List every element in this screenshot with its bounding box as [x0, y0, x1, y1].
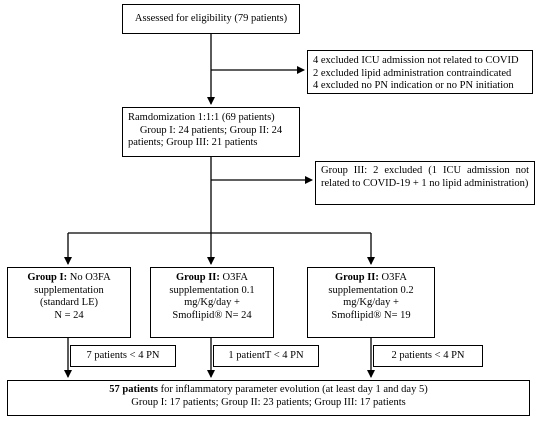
- group2-title: Group II:: [176, 272, 220, 283]
- group2-line-3: Smoflipid® N= 24: [172, 309, 252, 321]
- group3-title-line: Group II: O3FA: [312, 272, 430, 285]
- group1-line-2: (standard LE): [39, 297, 99, 309]
- final-line-2: Group I: 17 patients; Group II: 23 patie…: [131, 396, 406, 408]
- group3-title: Group II:: [335, 272, 379, 283]
- excluded1-line-1: 4 excluded ICU admission not related to …: [313, 55, 519, 66]
- lost2-box: 1 patientT < 4 PN: [213, 345, 319, 367]
- randomization-line-2: Group I: 24 patients; Group II: 24 patie…: [128, 124, 283, 149]
- lost2-text: 1 patientT < 4 PN: [228, 350, 304, 361]
- group1-title: Group I:: [27, 272, 68, 283]
- final-line-1: 57 patients for inflammatory parameter e…: [12, 384, 525, 397]
- group3-line-2: mg/Kg/day +: [343, 297, 399, 309]
- lost1-box: 7 patients < 4 PN: [70, 345, 176, 367]
- assessed-box: Assessed for eligibility (79 patients): [122, 4, 300, 34]
- group3-line-1: supplementation 0.2: [328, 284, 414, 296]
- lost1-text: 7 patients < 4 PN: [86, 350, 160, 361]
- assessed-text: Assessed for eligibility (79 patients): [134, 13, 288, 24]
- final-bold: 57 patients: [109, 384, 158, 395]
- group1-line-3: N = 24: [54, 309, 84, 321]
- group1-box: Group I: No O3FA supplementation (standa…: [7, 267, 131, 338]
- randomization-box: Ramdomization 1:1:1 (69 patients) Group …: [122, 107, 300, 157]
- lost3-text: 2 patients < 4 PN: [391, 350, 465, 361]
- excluded1-line-2: 2 excluded lipid administration contrain…: [313, 67, 512, 79]
- group3-title-rest: O3FA: [378, 272, 407, 283]
- group3-line-3: Smoflipid® N= 19: [331, 309, 411, 321]
- excluded2-box: Group III: 2 excluded (1 ICU admission n…: [315, 161, 535, 205]
- excluded2-text: Group III: 2 excluded (1 ICU admission n…: [321, 165, 529, 189]
- group1-title-line: Group I: No O3FA: [12, 272, 126, 285]
- group1-line-1: supplementation: [34, 284, 104, 296]
- final-rest: for inflammatory parameter evolution (at…: [158, 384, 428, 395]
- group2-title-line: Group II: O3FA: [155, 272, 269, 285]
- group3-box: Group II: O3FA supplementation 0.2 mg/Kg…: [307, 267, 435, 338]
- lost3-box: 2 patients < 4 PN: [373, 345, 483, 367]
- group2-title-rest: O3FA: [219, 272, 248, 283]
- group1-title-rest: No O3FA: [67, 272, 111, 283]
- group2-line-2: mg/Kg/day +: [184, 297, 240, 309]
- final-box: 57 patients for inflammatory parameter e…: [7, 380, 530, 416]
- excluded1-box: 4 excluded ICU admission not related to …: [307, 50, 533, 94]
- excluded1-line-3: 4 excluded no PN indication or no PN ini…: [313, 80, 514, 92]
- randomization-line-1: Ramdomization 1:1:1 (69 patients): [128, 112, 275, 123]
- group2-line-1: supplementation 0.1: [169, 284, 255, 296]
- group2-box: Group II: O3FA supplementation 0.1 mg/Kg…: [150, 267, 274, 338]
